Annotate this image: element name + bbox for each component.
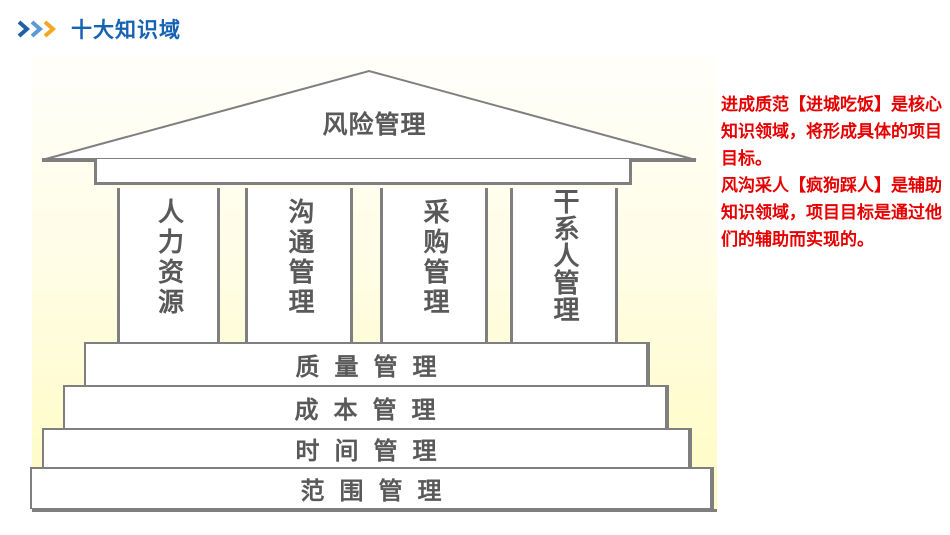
step-label: 成本管理: [294, 396, 451, 424]
note-auxiliary-areas: 风沟采人【疯狗踩人】是辅助知识领域，项目目标是通过他们的辅助而实现的。: [721, 176, 942, 250]
pillar-label: 沟通管理: [284, 198, 314, 318]
chevron-right-icon: [43, 20, 57, 38]
step-label: 时间管理: [295, 437, 452, 465]
pillar-label: 采购管理: [419, 198, 449, 318]
step-time-management: 时间管理: [42, 428, 692, 468]
pillar-label: 人力资源: [153, 198, 184, 318]
page-title: 十大知识域: [71, 18, 181, 42]
knowledge-area-temple-diagram: 风险管理 人力资源 沟通管理 采购管理 干系人管理 质量管理 成本管理 时间管理…: [30, 55, 717, 512]
step-cost-management: 成本管理: [63, 385, 669, 429]
step-label: 质量管理: [295, 353, 452, 381]
step-quality-management: 质量管理: [84, 342, 650, 386]
chevrons-icon: [16, 19, 57, 39]
mnemonic-note: 进成质范【进城吃饭】是核心知识领域，将形成具体的项目目标。 风沟采人【疯狗踩人】…: [721, 92, 950, 254]
roof-beam: [94, 159, 632, 185]
roof-label-risk-management: 风险管理: [322, 110, 427, 139]
note-core-areas: 进成质范【进城吃饭】是核心知识领域，将形成具体的项目目标。: [721, 95, 942, 169]
chevron-right-icon: [17, 20, 31, 38]
pillar-label: 干系人管理: [549, 188, 579, 323]
foundation-line: [32, 509, 717, 512]
chevron-right-icon: [30, 20, 44, 38]
step-scope-management: 范围管理: [30, 467, 714, 509]
slide-header: 十大知识域: [16, 12, 181, 46]
step-label: 范围管理: [300, 477, 457, 505]
